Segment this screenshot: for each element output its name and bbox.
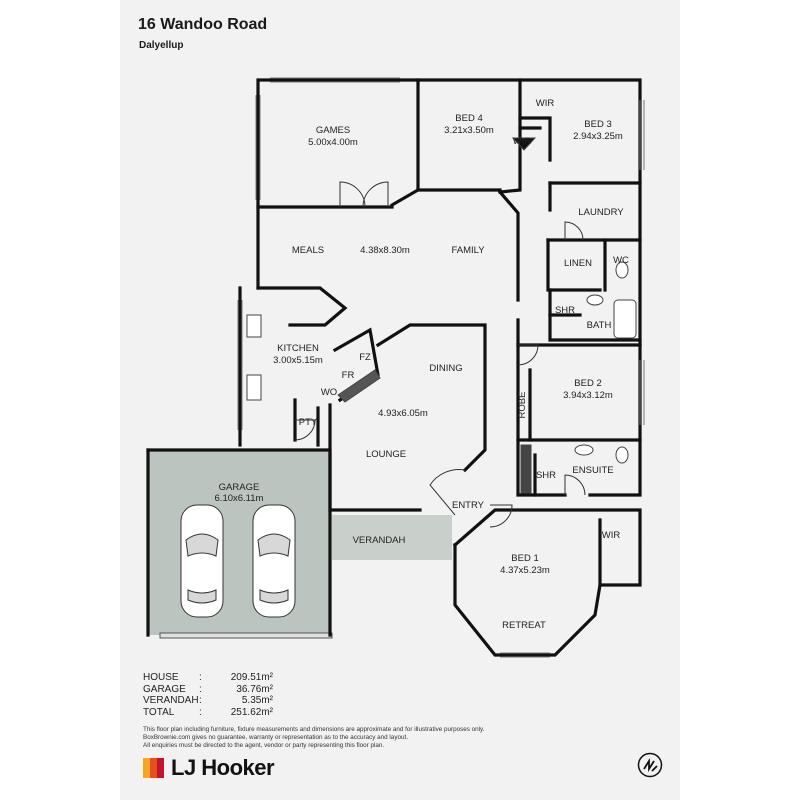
lj-hooker-logo: LJ Hooker xyxy=(143,755,275,781)
label-bed2: BED 2 xyxy=(574,378,601,389)
size-bed2: 3.94x3.12m xyxy=(563,390,613,401)
area-row: VERANDAH:5.35m² xyxy=(143,695,273,706)
garage-door xyxy=(159,632,333,639)
disclaimer-line: All enquiries must be directed to the ag… xyxy=(143,742,385,750)
size-bed4: 3.21x3.50m xyxy=(444,125,494,136)
label-shr-bath: SHR xyxy=(555,305,575,316)
area-row: TOTAL:251.62m² xyxy=(143,706,273,718)
label-bed4: BED 4 xyxy=(455,113,482,124)
label-linen: LINEN xyxy=(564,258,592,269)
area-summary: HOUSE:209.51m² GARAGE:36.76m² VERANDAH:5… xyxy=(143,672,273,718)
area-row: HOUSE:209.51m² xyxy=(143,672,273,683)
north-arrow-icon xyxy=(637,752,663,778)
label-entry: ENTRY xyxy=(452,500,485,511)
label-pty: PTY xyxy=(299,417,318,428)
label-retreat: RETREAT xyxy=(502,620,546,631)
disclaimer-line: BoxBrownie.com gives no guarantee, warra… xyxy=(143,734,408,742)
label-bed1: BED 1 xyxy=(511,553,538,564)
fixtures xyxy=(246,137,637,494)
label-wo: WO xyxy=(321,387,337,398)
label-dining: DINING xyxy=(429,363,462,374)
toilet-icon xyxy=(615,446,629,464)
label-wir-top: WIR xyxy=(536,98,555,109)
bathtub-icon xyxy=(613,299,637,339)
garage-floor xyxy=(148,450,330,635)
property-suburb: Dalyellup xyxy=(139,40,184,51)
label-wir-bed1: WIR xyxy=(602,530,621,541)
size-family: 4.38x8.30m xyxy=(360,245,410,256)
plan-sheet xyxy=(120,0,680,800)
brand-name: LJ Hooker xyxy=(171,755,275,780)
label-fr: FR xyxy=(342,370,355,381)
basin-icon xyxy=(586,294,604,306)
label-lounge: LOUNGE xyxy=(366,449,406,460)
size-kitchen: 3.00x5.15m xyxy=(273,355,323,366)
label-robe: ROBE xyxy=(517,392,528,419)
label-fz: FZ xyxy=(359,352,371,363)
label-laundry: LAUNDRY xyxy=(578,207,624,218)
shower-screen-icon xyxy=(520,444,532,494)
disclaimer-line: This floor plan including furniture, fix… xyxy=(143,726,485,733)
sink-icon xyxy=(246,314,262,338)
label-shr-ensuite: SHR xyxy=(536,470,556,481)
label-games: GAMES xyxy=(316,125,350,136)
label-garage: GARAGE xyxy=(219,482,260,493)
wir-shelf-icon xyxy=(511,137,537,151)
label-family: FAMILY xyxy=(451,245,485,256)
area-row: GARAGE:36.76m² xyxy=(143,683,273,695)
room-labels: GAMES 5.00x4.00m BED 4 3.21x3.50m WIR WI… xyxy=(215,98,630,631)
size-games: 5.00x4.00m xyxy=(308,137,358,148)
brand-mark-icon xyxy=(143,758,165,778)
verandah-floor xyxy=(332,515,452,560)
label-bed3: BED 3 xyxy=(584,119,611,130)
label-verandah: VERANDAH xyxy=(353,535,406,546)
label-wir-bed4: WIR xyxy=(513,136,532,147)
size-lounge: 4.93x6.05m xyxy=(378,408,428,419)
label-wc: WC xyxy=(613,255,629,266)
door-swings xyxy=(294,181,586,528)
car-icon xyxy=(180,504,224,618)
size-bed3: 2.94x3.25m xyxy=(573,131,623,142)
property-address: 16 Wandoo Road xyxy=(138,16,268,33)
label-bath: BATH xyxy=(587,320,612,331)
windows xyxy=(237,77,645,658)
label-kitchen: KITCHEN xyxy=(277,343,319,354)
toilet-icon xyxy=(615,261,629,279)
size-garage: 6.10x6.11m xyxy=(215,493,264,504)
cooktop-icon xyxy=(246,374,262,401)
car-icon xyxy=(252,504,296,618)
size-bed1: 4.37x5.23m xyxy=(500,565,550,576)
label-ensuite: ENSUITE xyxy=(572,465,613,476)
disclaimer: This floor plan including furniture, fix… xyxy=(143,726,563,751)
label-meals: MEALS xyxy=(292,245,324,256)
basin-icon xyxy=(574,444,594,456)
fridge-space-icon xyxy=(337,369,381,403)
